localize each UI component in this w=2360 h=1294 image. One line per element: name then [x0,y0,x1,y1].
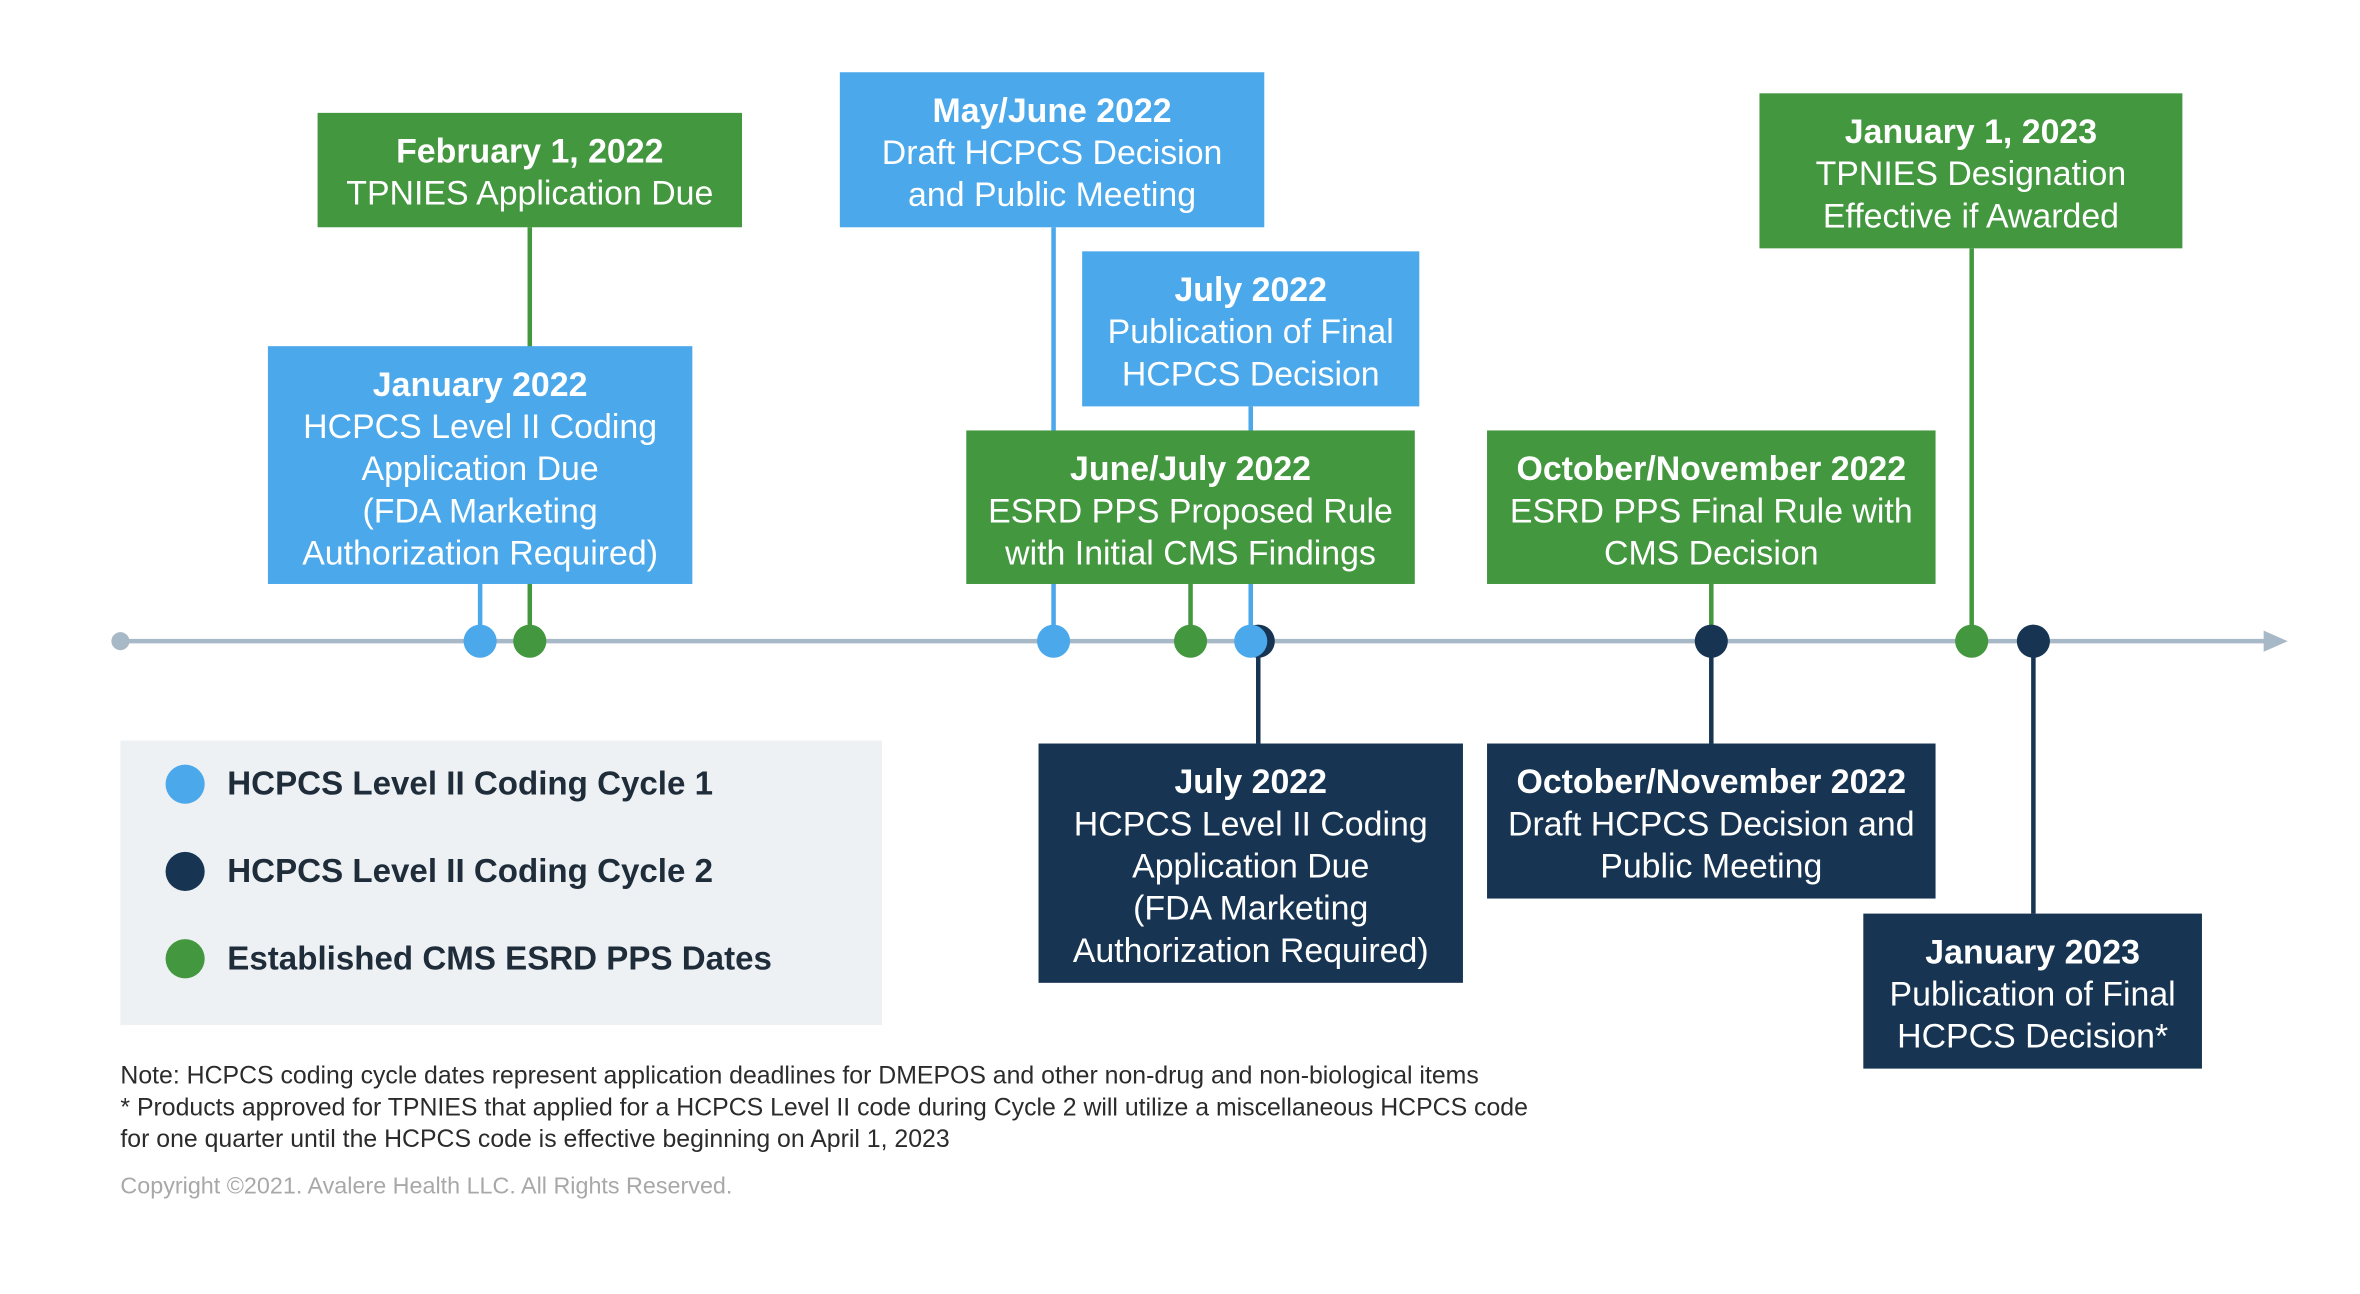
event-date: July 2022 [1174,270,1327,309]
event-jan-1-2023: January 1, 2023 TPNIES Designation Effec… [1759,93,2183,249]
marker-july-2022-final [1234,624,1268,658]
event-date: October/November 2022 [1516,450,1907,488]
marker-may-june-2022 [1037,624,1071,658]
event-date: January 2023 [1925,933,2140,971]
marker-oct-nov-2022 [1694,624,1728,658]
copyright: Copyright ©2021. Avalere Health LLC. All… [120,1173,733,1200]
timeline-axis-start [111,632,130,651]
event-description: ESRD PPS Proposed Rule with Initial CMS … [988,492,1393,572]
marker-feb-2022 [513,624,547,658]
legend-label: HCPCS Level II Coding Cycle 2 [227,851,714,890]
marker-june-july-2022 [1173,624,1208,658]
legend-dot-icon [165,764,205,804]
event-date: January 1, 2023 [1844,112,2098,151]
event-feb-2022: February 1, 2022 TPNIES Application Due [317,112,743,228]
legend-dot-icon [165,939,205,979]
event-date: October/November 2022 [1516,763,1907,801]
note-line: Note: HCPCS coding cycle dates represent… [120,1062,1479,1090]
event-description: Draft HCPCS Decision and Public Meeting [881,133,1223,214]
legend-label: Established CMS ESRD PPS Dates [227,939,772,977]
note-line: * Products approved for TPNIES that appl… [120,1094,1528,1122]
legend-dot-icon [165,851,205,892]
event-description: TPNIES Application Due [346,174,714,213]
event-jan-2022: January 2022 HCPCS Level II Coding Appli… [267,346,693,584]
event-may-june-2022: May/June 2022 Draft HCPCS Decision and P… [839,72,1265,228]
timeline-axis-arrow [2263,630,2288,652]
note-line: for one quarter until the HCPCS code is … [120,1125,950,1153]
legend-item-cms-dates: Established CMS ESRD PPS Dates [165,936,772,981]
event-date: July 2022 [1174,763,1327,801]
footnotes: Note: HCPCS coding cycle dates represent… [120,1061,1776,1156]
event-july-2022-app: July 2022 HCPCS Level II Coding Applicat… [1038,743,1463,983]
event-date: June/July 2022 [1070,450,1312,488]
event-date: May/June 2022 [932,91,1172,130]
event-description: HCPCS Level II Coding Application Due (F… [302,407,659,572]
event-date: February 1, 2022 [396,132,664,171]
legend-label: HCPCS Level II Coding Cycle 1 [227,764,714,803]
event-description: TPNIES Designation Effective if Awarded [1815,155,2127,235]
event-jan-2023: January 2023 Publication of Final HCPCS … [1863,913,2202,1069]
event-july-2022-final: July 2022 Publication of Final HCPCS Dec… [1082,251,1420,407]
event-oct-nov-2022-draft: October/November 2022 Draft HCPCS Decisi… [1487,743,1936,899]
marker-jan-2023 [2016,624,2050,658]
event-description: HCPCS Level II Coding Application Due (F… [1072,805,1429,970]
legend-item-cycle-1: HCPCS Level II Coding Cycle 1 [165,762,714,807]
legend: HCPCS Level II Coding Cycle 1 HCPCS Leve… [120,740,882,1025]
event-description: ESRD PPS Final Rule with CMS Decision [1509,492,1913,572]
event-date: January 2022 [372,365,588,404]
event-june-july-2022: June/July 2022 ESRD PPS Proposed Rule wi… [966,430,1415,584]
event-description: Publication of Final HCPCS Decision* [1889,975,2176,1056]
event-oct-nov-2022-final-rule: October/November 2022 ESRD PPS Final Rul… [1487,430,1936,584]
legend-item-cycle-2: HCPCS Level II Coding Cycle 2 [165,849,714,894]
marker-jan-1-2023 [1955,624,1989,658]
event-description: Publication of Final HCPCS Decision [1107,313,1394,393]
marker-jan-2022 [463,624,497,658]
event-description: Draft HCPCS Decision and Public Meeting [1508,805,1915,885]
